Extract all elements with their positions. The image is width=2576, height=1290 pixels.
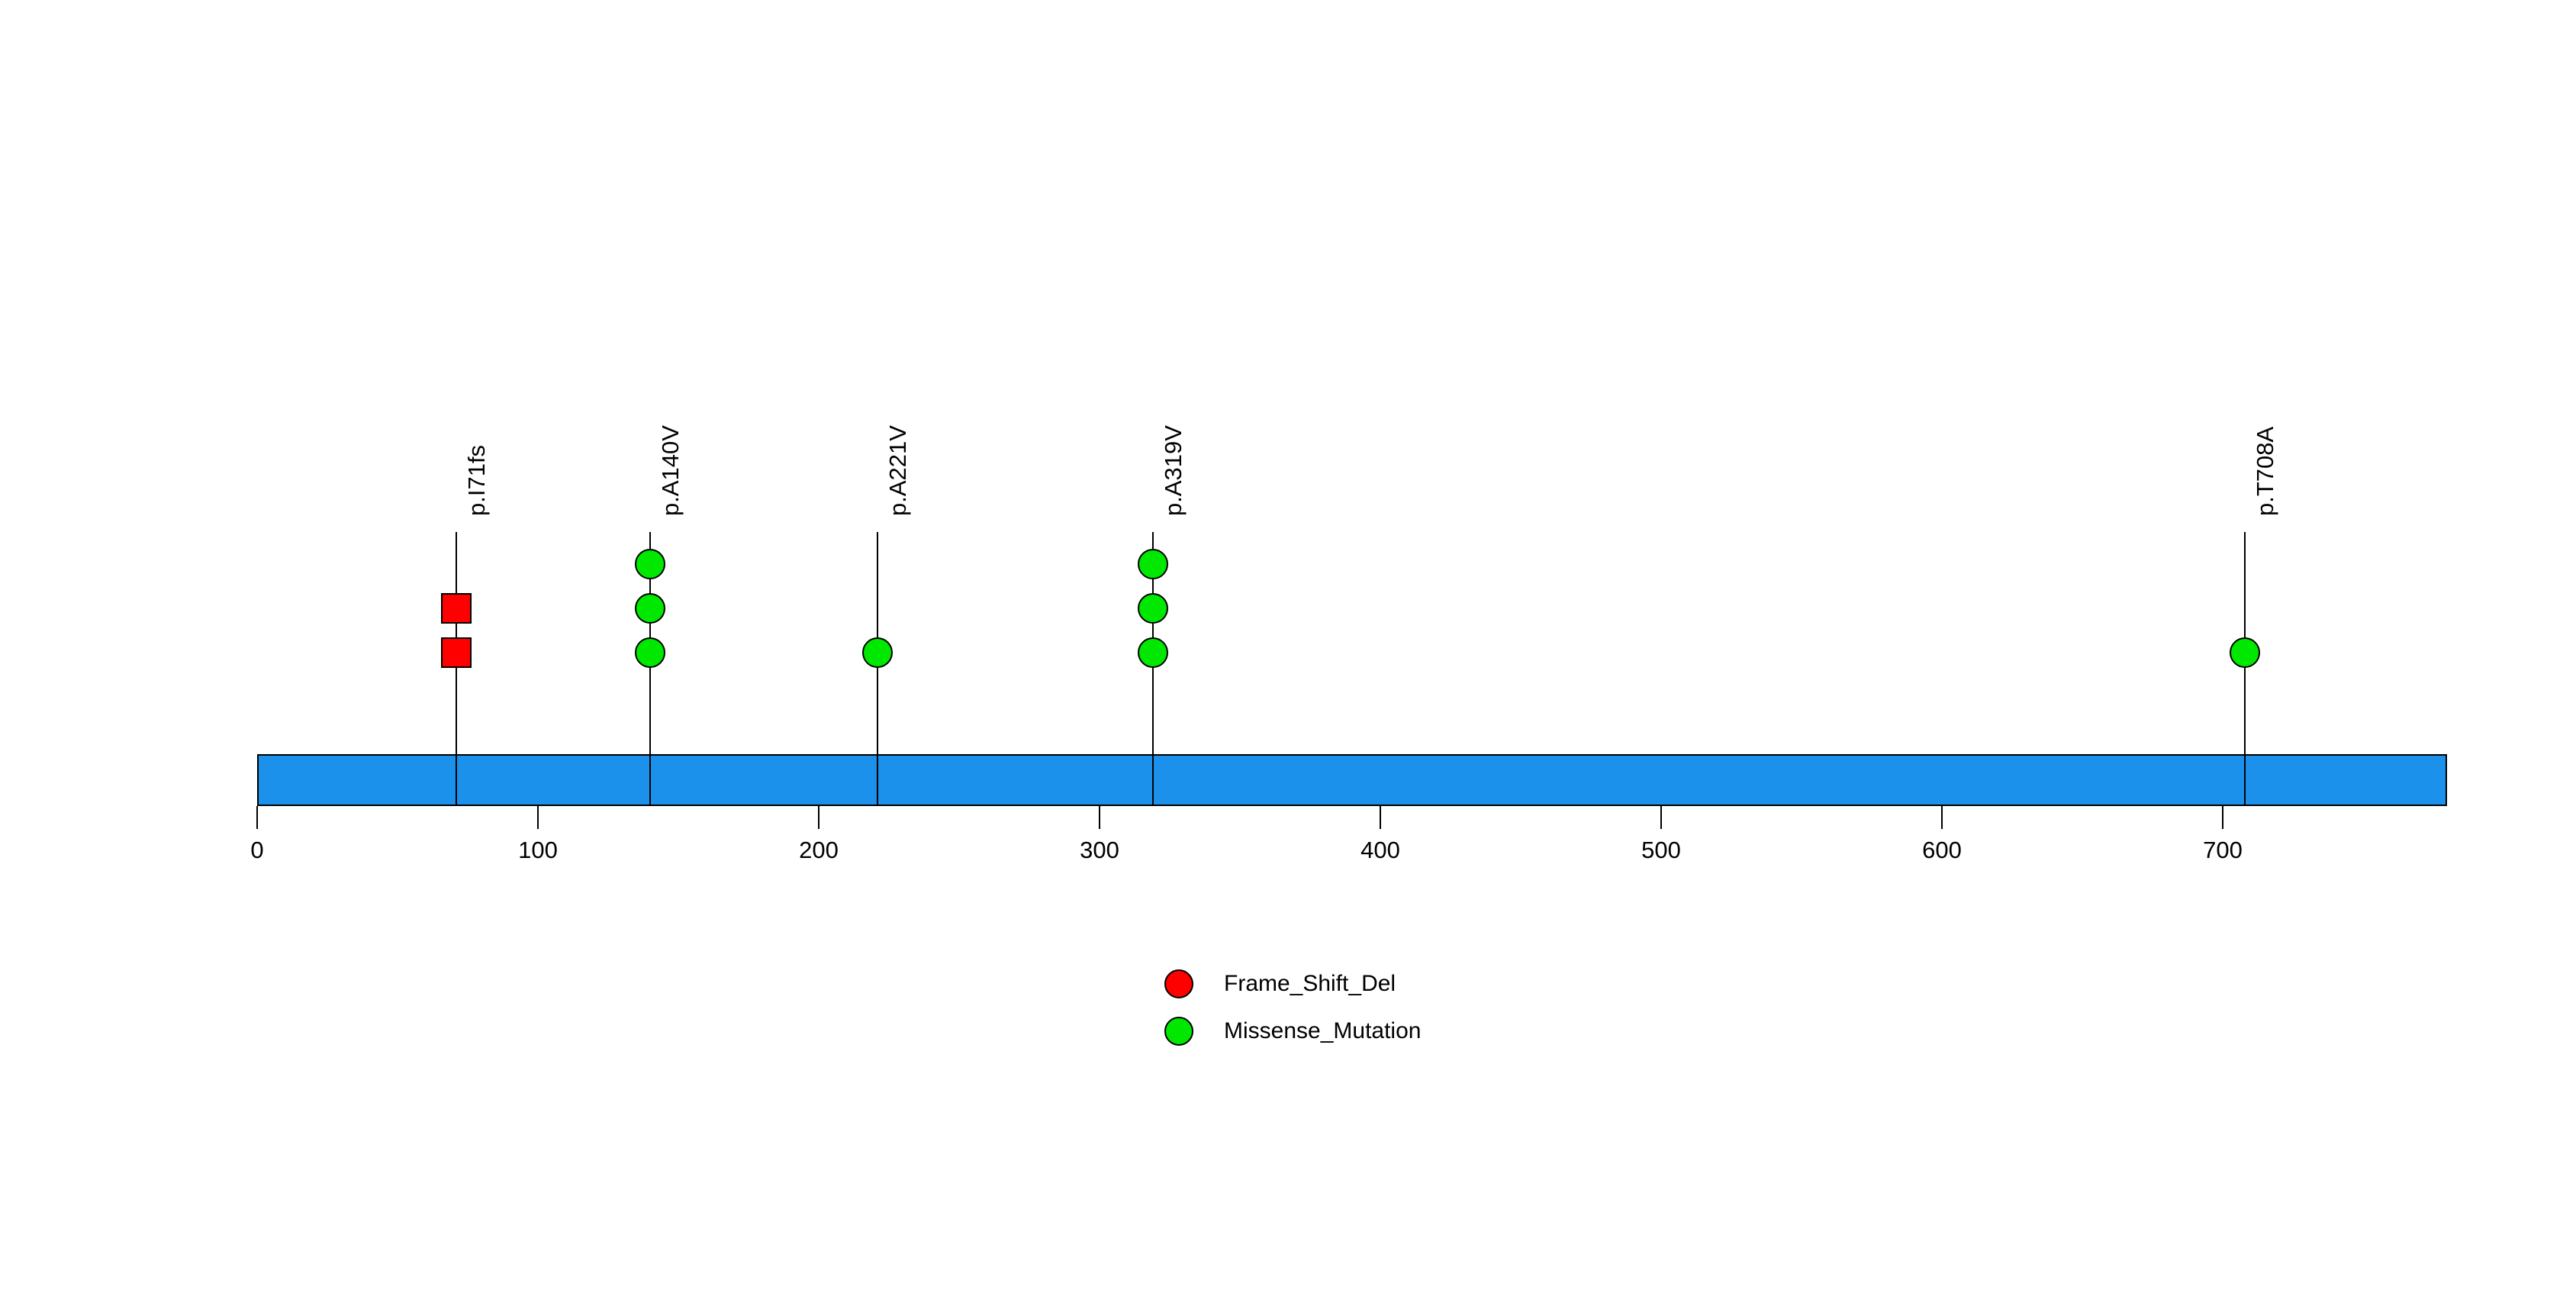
mutation-marker-missense_mutation[interactable] — [1137, 593, 1168, 624]
mutation-site-label: p.A319V — [1159, 425, 1187, 516]
axis-tick — [1099, 806, 1100, 829]
mutation-stem — [877, 532, 879, 806]
mutation-site-label: p.A140V — [657, 425, 684, 516]
axis-tick — [537, 806, 539, 829]
mutation-marker-frame_shift_del[interactable] — [441, 593, 472, 624]
axis-tick-label: 100 — [518, 837, 558, 863]
mutation-stem — [649, 532, 652, 806]
axis-tick-label: 300 — [1080, 837, 1119, 863]
mutation-marker-missense_mutation[interactable] — [635, 593, 666, 624]
axis-tick — [1380, 806, 1381, 829]
legend-label: Frame_Shift_Del — [1224, 971, 1396, 996]
mutation-stem — [1151, 532, 1154, 806]
mutation-marker-missense_mutation[interactable] — [862, 637, 894, 668]
mutation-marker-missense_mutation[interactable] — [2230, 637, 2261, 668]
axis-tick-label: 600 — [1922, 837, 1962, 863]
axis-tick-label: 700 — [2203, 837, 2243, 863]
axis-tick-label: 0 — [250, 837, 264, 863]
axis-tick-label: 400 — [1360, 837, 1400, 863]
axis-tick — [2222, 806, 2223, 829]
mutation-stem — [2244, 532, 2246, 806]
axis-tick — [1660, 806, 1662, 829]
protein-backbone-bar — [257, 754, 2448, 806]
mutation-site-label: p.I71fs — [463, 444, 491, 516]
legend-swatch-circle-icon — [1164, 1017, 1193, 1046]
mutation-stem — [456, 532, 458, 806]
axis-tick-label: 500 — [1641, 837, 1681, 863]
mutation-marker-missense_mutation[interactable] — [635, 637, 666, 668]
mutation-site-label: p.A221V — [884, 425, 912, 516]
legend-label: Missense_Mutation — [1224, 1018, 1422, 1043]
axis-tick — [818, 806, 819, 829]
axis-tick-label: 200 — [799, 837, 839, 863]
axis-tick — [256, 806, 258, 829]
mutation-marker-missense_mutation[interactable] — [1137, 637, 1168, 668]
mutation-marker-missense_mutation[interactable] — [635, 549, 666, 579]
mutation-marker-frame_shift_del[interactable] — [441, 637, 472, 668]
mutation-marker-missense_mutation[interactable] — [1137, 549, 1168, 579]
axis-tick — [1941, 806, 1943, 829]
legend-swatch-circle-icon — [1164, 969, 1193, 998]
mutation-site-label: p.T708A — [2252, 426, 2279, 516]
